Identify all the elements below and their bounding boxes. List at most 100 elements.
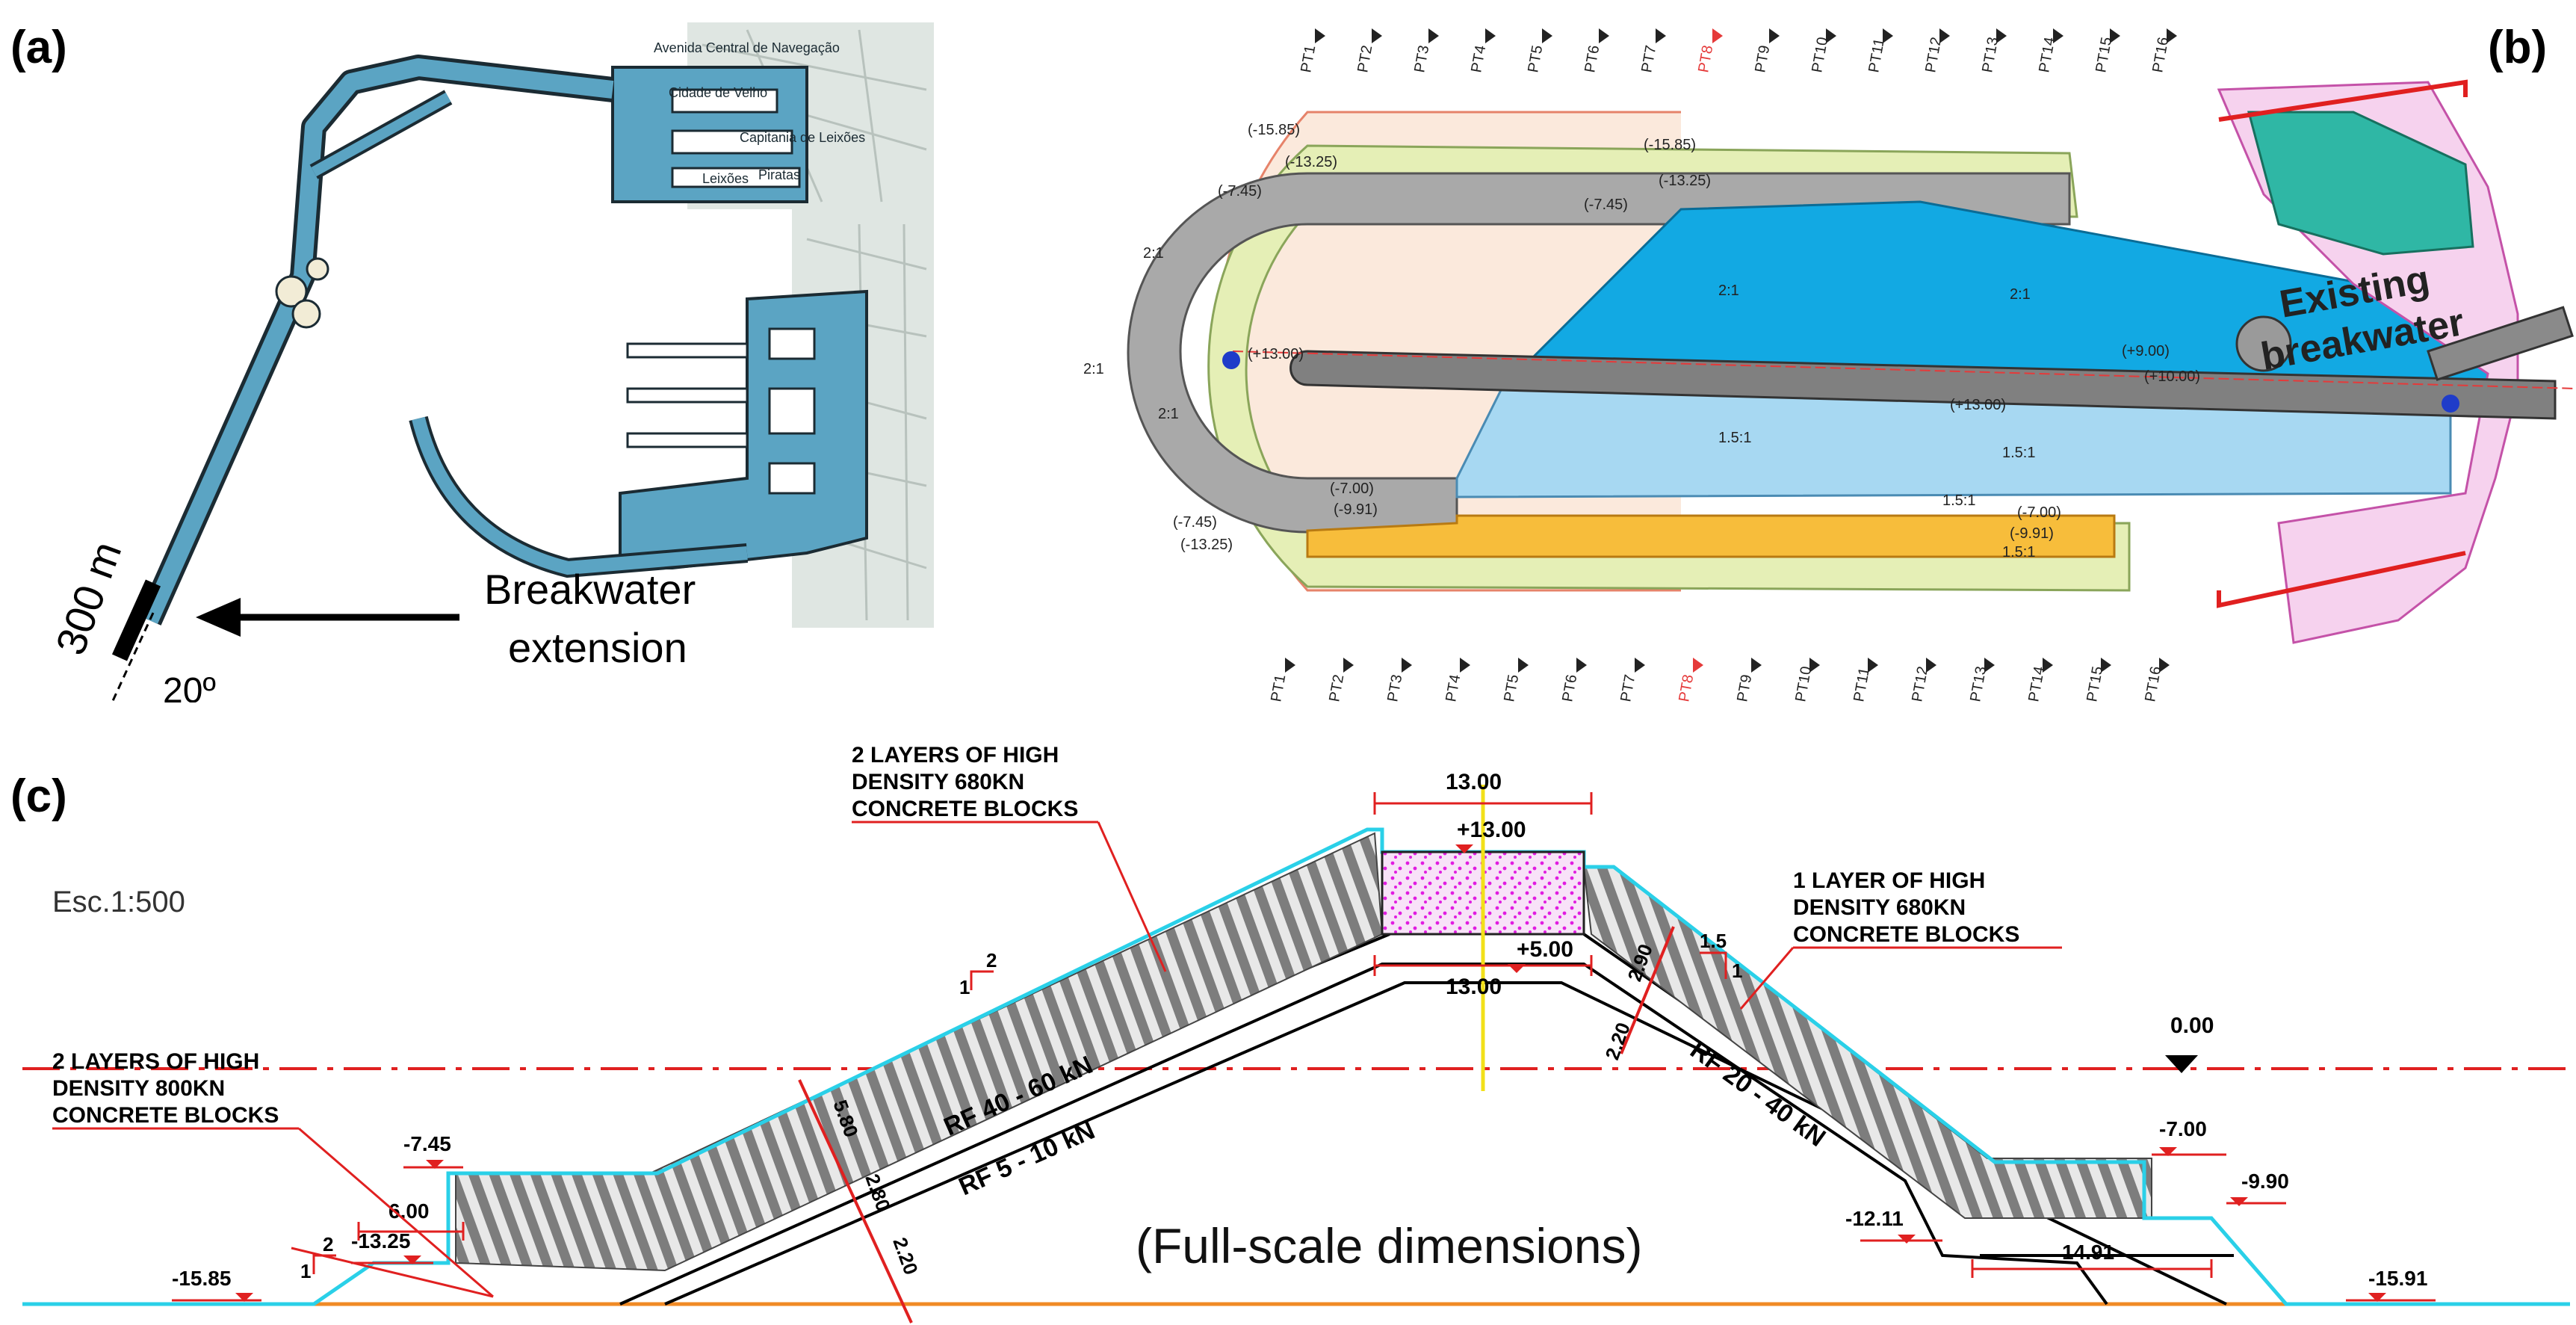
- svg-text:1.5:1: 1.5:1: [2002, 544, 2035, 560]
- profile-marker-flag: [1996, 28, 2007, 43]
- svg-text:(+9.00): (+9.00): [2122, 343, 2170, 359]
- leader-left: [291, 1247, 494, 1298]
- panel-a-label: (a): [10, 22, 67, 73]
- svg-text:(-9.91): (-9.91): [1334, 501, 1378, 518]
- profile-marker: PT13: [1967, 658, 1995, 703]
- profile-marker-label: PT13: [1967, 665, 1990, 703]
- profile-marker-label: PT4: [1468, 44, 1489, 74]
- svg-text:1.5:1: 1.5:1: [2002, 445, 2035, 461]
- profile-marker-label: PT1: [1268, 673, 1289, 703]
- svg-text:2:1: 2:1: [2010, 286, 2031, 303]
- profile-marker: PT15: [2093, 28, 2120, 74]
- profile-marker-flag: [2043, 658, 2053, 673]
- profile-marker-flag: [1315, 28, 1325, 43]
- marker-m1591: [2368, 1293, 2386, 1302]
- crest-width-lower-label: 13.00: [1446, 975, 1502, 999]
- slope-indicator-toe: [312, 1254, 336, 1274]
- profile-marker-label: PT1: [1298, 44, 1319, 74]
- profile-marker-label: PT7: [1638, 44, 1659, 74]
- profile-marker: PT3: [1384, 658, 1412, 703]
- svg-text:(+13.00): (+13.00): [1950, 397, 2006, 413]
- crest-width-label: 13.00: [1446, 770, 1502, 794]
- profile-marker: PT9: [1734, 658, 1762, 703]
- profile-marker-label: PT9: [1752, 44, 1773, 74]
- profile-marker-label: PT2: [1326, 673, 1347, 703]
- panel-a-map: Avenida Central de Navegação Cidade de V…: [46, 22, 934, 702]
- profile-marker: PT12: [1922, 28, 1950, 74]
- profile-marker-label: PT8: [1676, 673, 1697, 703]
- svg-text:1.5:1: 1.5:1: [1718, 430, 1751, 446]
- scale-label: Esc.1:500: [52, 886, 185, 918]
- leader-right-diagonal: [1739, 947, 1795, 1010]
- svg-text:(-13.25): (-13.25): [1659, 173, 1711, 189]
- profile-marker-label: PT16: [2149, 36, 2172, 74]
- slope-seaward-2: 2: [986, 949, 997, 972]
- slope-leeward-15: 1.5: [1700, 930, 1727, 952]
- profile-marker-flag: [1428, 28, 1439, 43]
- profile-marker-label: PT3: [1411, 44, 1432, 74]
- slope-indicator-seaward: [970, 970, 994, 990]
- svg-text:1.5:1: 1.5:1: [1942, 492, 1975, 509]
- svg-text:(-15.85): (-15.85): [1248, 122, 1300, 138]
- profile-marker: PT14: [2036, 28, 2063, 74]
- breakwater-extension: [111, 579, 161, 661]
- profile-marker-flag: [2101, 658, 2111, 673]
- thickness-line-seaward: [798, 1079, 913, 1324]
- marker-m1211: [1898, 1235, 1916, 1244]
- profile-marker: PT4: [1443, 658, 1470, 703]
- panel-c-cross-section: 13.00 13.00 +13.00 +5.00 0.00 RF 40 - 60…: [22, 743, 2570, 1324]
- profile-marker-label: PT6: [1582, 44, 1603, 74]
- svg-text:(-7.45): (-7.45): [1173, 514, 1217, 531]
- swl-marker: [2165, 1055, 2198, 1073]
- profile-marker-label: PT8: [1695, 44, 1716, 74]
- profile-marker-label: PT5: [1501, 673, 1522, 703]
- label-left-line3: CONCRETE BLOCKS: [52, 1103, 279, 1128]
- breakwater-axis: [1232, 350, 2576, 389]
- profile-marker-flag: [1939, 28, 1950, 43]
- slope-leeward-1: 1: [1732, 960, 1742, 982]
- svg-text:(-13.25): (-13.25): [1285, 154, 1337, 170]
- elev-m1585-label: -15.85: [172, 1267, 231, 1290]
- svg-text:Piratas: Piratas: [758, 167, 800, 182]
- svg-text:2:1: 2:1: [1718, 282, 1739, 299]
- filter-outline: [619, 963, 2108, 1306]
- marker-m700: [2159, 1147, 2177, 1156]
- profile-marker-flag: [1826, 28, 1836, 43]
- storage-tanks: [275, 257, 329, 329]
- label-mid-line2: DENSITY 680KN: [852, 770, 1024, 794]
- dock-block: [671, 129, 793, 155]
- profile-marker-flag: [2167, 28, 2177, 43]
- thickness-280-label: 2.80: [861, 1171, 895, 1214]
- profile-marker: PT5: [1501, 658, 1529, 703]
- profile-marker-label: PT11: [1866, 37, 1888, 73]
- label-mid-line1: 2 LAYERS OF HIGH: [852, 743, 1059, 767]
- extension-dashed-line: [111, 612, 155, 702]
- profile-marker-label: PT14: [2036, 36, 2058, 74]
- profile-marker-flag: [1769, 28, 1780, 43]
- profile-marker-label: PT6: [1559, 673, 1580, 703]
- profile-marker: PT11: [1866, 28, 1893, 74]
- marker-m990: [2230, 1197, 2248, 1206]
- label-right-line1: 1 LAYER OF HIGH: [1793, 868, 1985, 893]
- profile-marker-flag: [1460, 658, 1470, 673]
- thickness-220-label: 2.20: [888, 1235, 923, 1278]
- elev-m1211-label: -12.11: [1845, 1207, 1904, 1230]
- leader-mid-diagonal: [1097, 821, 1167, 972]
- svg-text:Leixões: Leixões: [702, 171, 749, 186]
- profile-marker-flag: [2110, 28, 2120, 43]
- crown-base-elevation-marker: [1508, 964, 1526, 973]
- profile-marker: PT2: [1326, 658, 1354, 703]
- profile-marker-label: PT15: [2084, 665, 2106, 703]
- profile-marker-label: PT12: [1909, 665, 1931, 703]
- profile-marker: PT16: [2149, 28, 2177, 74]
- elev-m745-label: -7.45: [403, 1132, 451, 1155]
- thickness-r220-label: 2.20: [1600, 1019, 1635, 1063]
- profile-marker: PT6: [1582, 28, 1609, 74]
- label-left-line2: DENSITY 800KN: [52, 1076, 225, 1101]
- profile-marker-flag: [1635, 658, 1645, 673]
- elev-m1325-label: -13.25: [351, 1229, 410, 1253]
- elev-m700-label: -7.00: [2159, 1117, 2207, 1140]
- profile-marker: PT8: [1695, 28, 1723, 74]
- profile-marker-flag: [1402, 658, 1412, 673]
- panel-b-label: (b): [2488, 22, 2548, 73]
